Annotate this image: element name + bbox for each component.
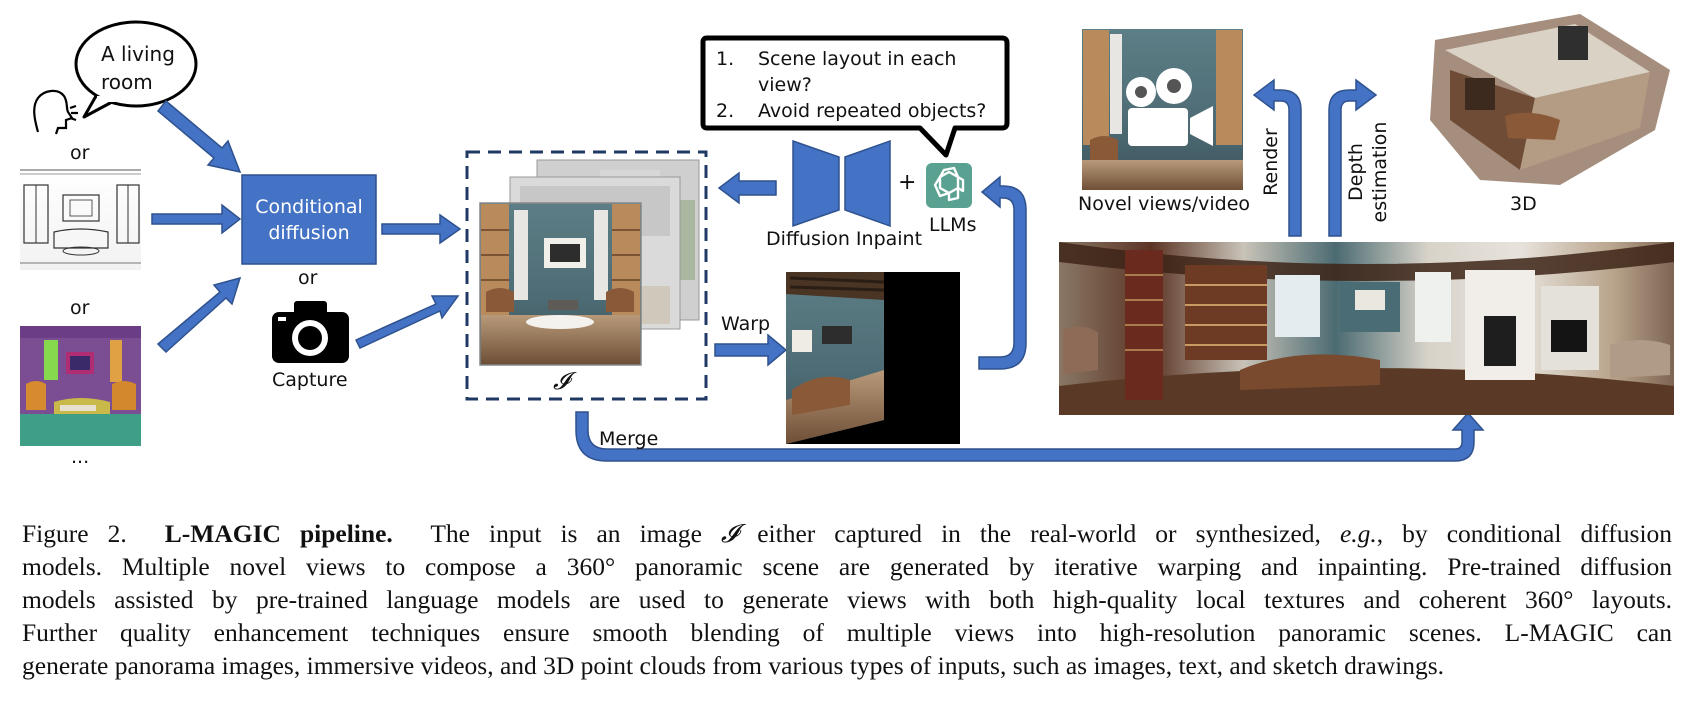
depth-estimation-label: Depth estimation bbox=[1344, 122, 1392, 223]
image-symbol-label: 𝓘 bbox=[553, 367, 570, 395]
camera-to-image-arrow bbox=[354, 295, 460, 349]
or-label-2: or bbox=[70, 297, 90, 319]
capture-label: Capture bbox=[272, 369, 348, 391]
caption-line-5: generate panorama images, immersive vide… bbox=[22, 651, 1444, 680]
question-1-number: 1. bbox=[716, 48, 735, 70]
or-label-3: or bbox=[298, 267, 318, 289]
render-label: Render bbox=[1260, 128, 1282, 196]
depth-line-2: estimation bbox=[1369, 121, 1391, 223]
conditional-diffusion-box bbox=[241, 174, 377, 265]
diffusion-inpaint-label: Diffusion Inpaint bbox=[766, 228, 923, 250]
figure-label: Figure 2. bbox=[22, 519, 127, 548]
caption-line-3: models assisted by pre-trained language … bbox=[22, 585, 1672, 614]
llm-question-bubble bbox=[700, 35, 1010, 158]
figure-caption: Figure 2. L-MAGIC pipeline. The input is… bbox=[22, 517, 1672, 682]
speech-bubble-text: A living room bbox=[101, 40, 175, 96]
speech-line-1: A living bbox=[101, 42, 175, 66]
novel-views-label: Novel views/video bbox=[1078, 193, 1251, 215]
depth-line-1: Depth bbox=[1345, 143, 1367, 201]
diffusion-to-image-arrow bbox=[381, 213, 462, 245]
input-arrows bbox=[151, 99, 242, 354]
depth-arrow bbox=[1328, 78, 1378, 237]
caption-eg: e.g. bbox=[1339, 519, 1377, 548]
caption-s1-b: either captured in the real-world or syn… bbox=[757, 519, 1321, 548]
input-image-view bbox=[479, 202, 642, 366]
question-1-line-1: Scene layout in each bbox=[758, 48, 957, 70]
render-arrow bbox=[1252, 78, 1302, 237]
cd-line-2: diffusion bbox=[268, 222, 350, 244]
caption-s1-a: The input is an image bbox=[430, 519, 702, 548]
llm-question-2: 2. Avoid repeated objects? bbox=[716, 98, 986, 124]
question-1-line-2: view? bbox=[758, 74, 812, 96]
video-camera-icon bbox=[1126, 68, 1213, 146]
speech-bubble bbox=[74, 20, 198, 119]
warp-arrow bbox=[714, 333, 788, 367]
panorama-image bbox=[1059, 242, 1674, 415]
llms-label: LLMs bbox=[929, 214, 977, 236]
question-2-text: Avoid repeated objects? bbox=[758, 100, 987, 122]
merge-label: Merge bbox=[599, 428, 659, 450]
conditional-diffusion-label: Conditional diffusion bbox=[242, 194, 376, 246]
inpaint-to-image-arrow bbox=[717, 171, 777, 205]
or-label-1: or bbox=[70, 142, 90, 164]
plus-sign: + bbox=[898, 170, 917, 195]
cd-line-1: Conditional bbox=[255, 196, 363, 218]
caption-line-2: models. Multiple novel views to compose … bbox=[22, 552, 1672, 581]
novel-views-image bbox=[1082, 29, 1243, 190]
caption-title: L-MAGIC pipeline. bbox=[164, 519, 393, 548]
point-cloud-3d bbox=[1430, 14, 1670, 185]
caption-s1-c: , by conditional diffusion bbox=[1376, 519, 1673, 548]
camera-icon bbox=[272, 301, 349, 363]
caption-line-1: Figure 2. L-MAGIC pipeline. The input is… bbox=[22, 517, 1672, 550]
question-2-number: 2. bbox=[716, 100, 735, 122]
diffusion-inpaint-icon bbox=[792, 139, 891, 228]
warped-image bbox=[786, 272, 960, 444]
image-dashed-box bbox=[465, 150, 708, 401]
pipeline-figure: A living room or or ... Conditional diff… bbox=[20, 14, 1674, 468]
caption-image-symbol: 𝓘 bbox=[720, 519, 739, 548]
llm-question-list: 1. Scene layout in each view? 2. Avoid r… bbox=[716, 46, 986, 124]
synthetic-input-image bbox=[20, 326, 141, 446]
speaking-head-icon bbox=[33, 89, 78, 135]
sketch-input bbox=[20, 169, 141, 270]
inpaint-loop-arrow bbox=[978, 175, 1027, 370]
openai-logo-icon bbox=[926, 163, 972, 208]
merge-arrow bbox=[575, 411, 1485, 462]
ellipsis-label: ... bbox=[71, 446, 90, 468]
llm-question-1: 1. Scene layout in each view? bbox=[716, 46, 986, 98]
question-1-text: Scene layout in each view? bbox=[758, 46, 956, 98]
caption-line-4: Further quality enhancement techniques e… bbox=[22, 618, 1672, 647]
speech-line-2: room bbox=[101, 70, 153, 94]
three-d-label: 3D bbox=[1510, 193, 1537, 215]
warp-label: Warp bbox=[721, 313, 771, 335]
